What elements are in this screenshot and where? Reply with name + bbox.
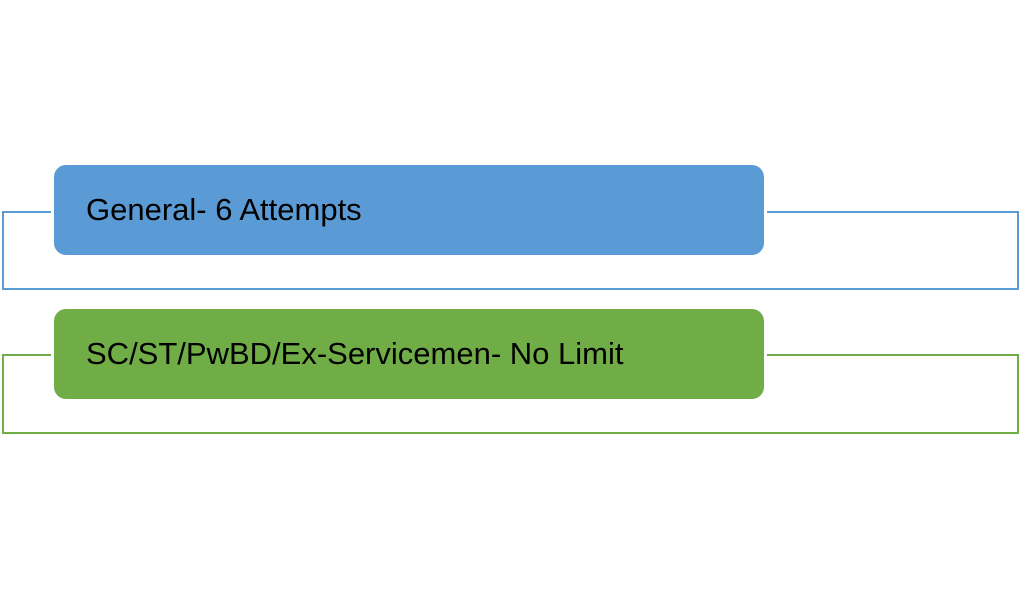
general-attempts-label: General- 6 Attempts: [86, 192, 362, 227]
general-attempts-box: General- 6 Attempts: [54, 165, 764, 255]
reserved-category-box: SC/ST/PwBD/Ex-Servicemen- No Limit: [54, 309, 764, 399]
reserved-category-label: SC/ST/PwBD/Ex-Servicemen- No Limit: [86, 336, 624, 371]
